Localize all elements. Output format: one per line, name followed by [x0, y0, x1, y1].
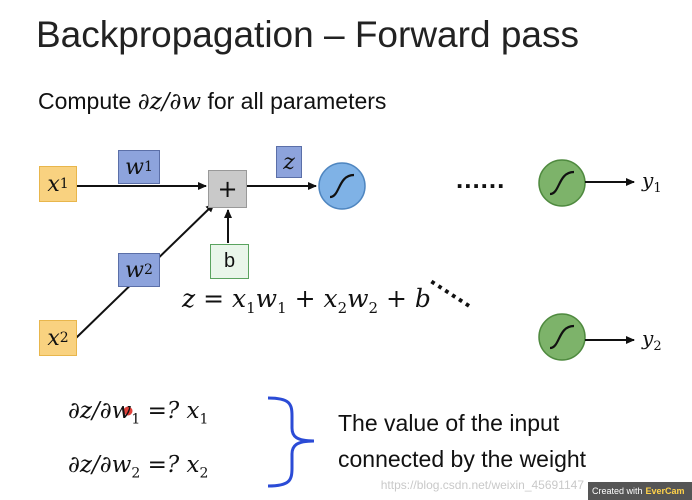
- badge-prefix: Created with: [592, 486, 643, 496]
- curly-brace-icon: [267, 396, 315, 488]
- w1-sub: 1: [143, 159, 153, 175]
- derivative-w1-expr: ∂z/∂w: [68, 398, 132, 424]
- y2-base: y: [642, 326, 654, 350]
- y1-sub: 1: [653, 181, 662, 196]
- cursor-pointer-icon: [123, 406, 133, 416]
- derivative-w1-eq: =? x: [140, 398, 200, 424]
- sum-node: +: [208, 170, 247, 208]
- explanation-line-2: connected by the weight: [338, 446, 587, 472]
- w2-base: w: [125, 257, 144, 283]
- eq-sub-1: 1: [246, 299, 256, 317]
- output-neuron-2-icon: [538, 313, 586, 361]
- y1-base: y: [642, 168, 654, 192]
- linear-equation: z = x1w1 + x2w2 + b: [182, 284, 431, 317]
- derivative-w2-sub: 2: [131, 465, 141, 482]
- x2-base: x: [47, 325, 60, 351]
- output-y2-label: y2: [642, 326, 662, 354]
- derivative-w2-eq: =? x: [140, 452, 200, 478]
- blog-watermark: https://blog.csdn.net/weixin_45691147: [380, 478, 584, 492]
- badge-brand: EverCam: [645, 486, 685, 496]
- subtitle-suffix: for all parameters: [201, 88, 387, 114]
- eq-part-tail: + b: [378, 284, 431, 313]
- eq-sub-4: 2: [368, 299, 379, 317]
- eq-part-w2: w: [347, 284, 369, 313]
- derivative-w1-sub: 1: [131, 411, 141, 428]
- eq-sub-2: 1: [277, 299, 287, 317]
- derivative-w1-xsub: 1: [199, 411, 209, 428]
- z-label-box: z: [276, 146, 302, 178]
- hidden-layers-ellipsis: ......: [456, 164, 506, 194]
- subtitle-prefix: Compute: [38, 88, 138, 114]
- y2-sub: 2: [653, 339, 662, 354]
- x2-sub: 2: [59, 330, 69, 346]
- sigmoid-neuron-icon: [318, 162, 366, 210]
- eq-part-plus: + x: [286, 284, 338, 313]
- eq-part-lhs: z = x: [182, 284, 247, 313]
- output-neuron-1-icon: [538, 159, 586, 207]
- slide-title: Backpropagation – Forward pass: [36, 14, 579, 55]
- eq-sub-3: 2: [337, 299, 348, 317]
- derivative-w2-xsub: 2: [199, 465, 209, 482]
- derivative-w2-expr: ∂z/∂w: [68, 452, 132, 478]
- eq-part-w1: w: [255, 284, 278, 313]
- slide-subtitle: Compute ∂z/∂w for all parameters: [38, 88, 386, 115]
- derivative-w1: ∂z/∂w1 =? x1: [68, 398, 208, 428]
- x1-sub: 1: [59, 176, 69, 192]
- x1-base: x: [47, 171, 60, 197]
- explanation-line-1: The value of the input: [338, 410, 560, 436]
- w1-base: w: [125, 154, 144, 180]
- w2-sub: 2: [143, 262, 153, 278]
- bias-box: b: [210, 244, 249, 279]
- output-y1-label: y1: [642, 168, 662, 196]
- derivative-w2: ∂z/∂w2 =? x2: [68, 452, 208, 482]
- subtitle-math: ∂z/∂w: [137, 89, 202, 115]
